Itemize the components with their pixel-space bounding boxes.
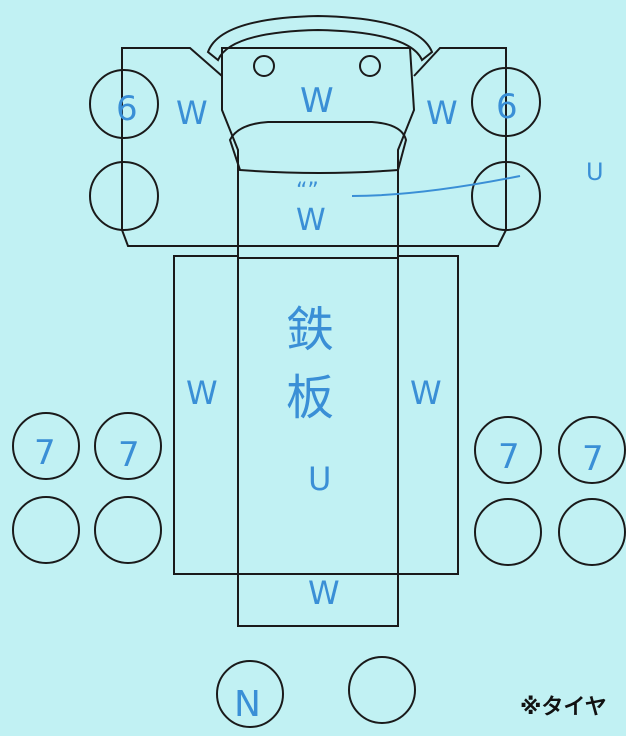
front-left-tire-label: 6: [116, 89, 138, 129]
bed-right-panel: [397, 255, 459, 575]
dash-marks: “”: [296, 179, 319, 204]
truck-outline: [12, 14, 626, 728]
footnote: ※タイヤ: [520, 695, 607, 720]
left-headlight: [253, 55, 275, 77]
bed-material-label-bottom: 板: [286, 370, 334, 426]
annotation-stroke: [351, 175, 521, 197]
spare-tire-right: [348, 656, 416, 724]
front-left-arch-label: W: [176, 94, 208, 132]
rear-right-inner-tire-lower: [474, 498, 542, 566]
rear-right-outer-tire-label: 7: [582, 439, 604, 479]
front-right-tire-label: 6: [496, 87, 518, 127]
front-left-tire-upper: [89, 69, 159, 139]
rear-left-inner-tire-lower: [94, 496, 162, 564]
rear-right-outer-tire-upper: [558, 416, 626, 484]
front-right-tire-lower: [471, 161, 541, 231]
front-right-tire-upper: [471, 67, 541, 137]
rear-left-inner-tire-label: 7: [118, 435, 140, 475]
rear-left-inner-tire-upper: [94, 412, 162, 480]
bed-center-panel: [237, 245, 399, 627]
right-headlight: [359, 55, 381, 77]
front-left-tire-lower: [89, 161, 159, 231]
front-right-arch-label: W: [426, 94, 458, 132]
spare-tire-label: N: [234, 684, 261, 725]
bed-center-label: U: [308, 460, 331, 498]
rear-left-outer-tire-upper: [12, 412, 80, 480]
bed-material-label-top: 鉄: [286, 302, 334, 358]
rear-right-inner-tire-upper: [474, 416, 542, 484]
cab-floor-label: W: [296, 203, 326, 238]
rear-bumper-label: W: [308, 574, 340, 612]
front-fender-right: [398, 47, 507, 247]
rear-right-inner-tire-label: 7: [498, 437, 520, 477]
right-bed-side-label: W: [410, 374, 442, 412]
hood-label: W: [300, 81, 334, 121]
left-bed-side-label: W: [186, 374, 218, 412]
front-bumper: [206, 14, 434, 62]
windshield: [228, 121, 408, 174]
rear-right-outer-tire-lower: [558, 498, 626, 566]
rear-left-outer-tire-label: 7: [34, 433, 56, 473]
bed-left-panel: [173, 255, 239, 575]
front-fender-left: [121, 47, 238, 247]
rear-left-outer-tire-lower: [12, 496, 80, 564]
right-annotation-label: U: [586, 158, 604, 186]
spare-tire-left: [216, 660, 284, 728]
